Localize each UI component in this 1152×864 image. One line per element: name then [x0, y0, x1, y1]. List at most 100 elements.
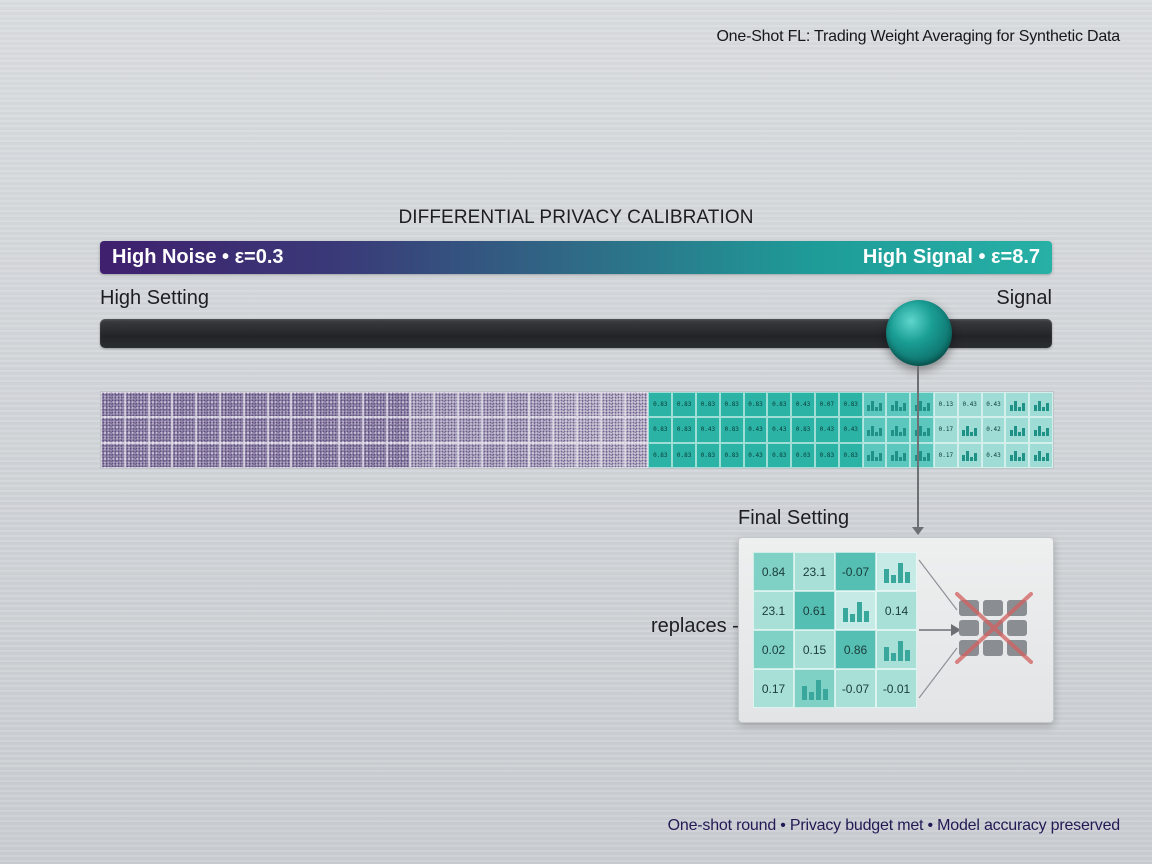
noise-cell — [315, 417, 339, 443]
high-signal-label: High Signal • ε=8.7 — [862, 246, 1040, 268]
signal-chart-cell — [1029, 417, 1053, 443]
arrow-right-icon — [951, 624, 961, 636]
privacy-gradient-bar: High Noise • ε=0.3 High Signal • ε=8.7 — [100, 241, 1052, 274]
noise-cell — [505, 392, 530, 418]
signal-chart-cell — [957, 417, 982, 443]
noise-cell — [267, 442, 292, 468]
signal-value-cell: 0.43 — [957, 392, 982, 418]
signal-value-cell: 0.83 — [767, 442, 792, 468]
signal-chart-cell — [862, 392, 887, 418]
matrix-value-cell: -0.01 — [876, 669, 917, 708]
noise-cell — [291, 417, 316, 443]
noise-cell — [386, 392, 411, 418]
signal-value-cell: 0.83 — [648, 417, 673, 443]
signal-value-cell: 0.83 — [672, 442, 696, 468]
noise-cell — [481, 392, 506, 418]
noise-cell — [505, 442, 530, 468]
signal-chart-cell — [910, 442, 934, 468]
noise-cell — [148, 417, 173, 443]
connector-line — [917, 366, 919, 530]
noise-cell — [101, 392, 125, 418]
matrix-value-cell: 0.86 — [835, 630, 876, 669]
signal-value-cell: 0.83 — [838, 392, 863, 418]
noise-cell — [481, 442, 506, 468]
matrix-chart-cell — [876, 630, 917, 669]
signal-value-cell: 0.42 — [981, 417, 1006, 443]
signal-chart-cell — [886, 392, 911, 418]
matrix-value-cell: 0.15 — [794, 630, 835, 669]
noise-cell — [362, 392, 387, 418]
signal-chart-cell — [957, 442, 982, 468]
matrix-value-cell: 0.61 — [794, 591, 835, 630]
signal-value-cell: 0.83 — [719, 392, 744, 418]
noise-cell — [243, 392, 268, 418]
signal-chart-cell — [1029, 392, 1053, 418]
page-title: One-Shot FL: Trading Weight Averaging fo… — [716, 28, 1120, 45]
signal-value-cell: 0.83 — [719, 442, 744, 468]
signal-value-cell: 0.83 — [767, 392, 792, 418]
noise-cell — [338, 392, 363, 418]
arrow-line-top — [918, 559, 958, 611]
noise-cell — [576, 442, 601, 468]
noise-cell — [600, 392, 625, 418]
signal-chart-cell — [1005, 392, 1030, 418]
signal-value-cell: 0.83 — [814, 442, 839, 468]
signal-chart-cell — [910, 417, 934, 443]
signal-value-cell: 0.43 — [695, 417, 720, 443]
signal-value-cell: 0.43 — [767, 417, 792, 443]
noise-cell — [291, 442, 316, 468]
noise-cell — [267, 417, 292, 443]
matrix-value-cell: 0.14 — [876, 591, 917, 630]
signal-chart-cell — [1005, 442, 1030, 468]
signal-chart-cell — [886, 417, 911, 443]
noise-cell — [267, 392, 292, 418]
signal-value-cell: 0.83 — [648, 442, 673, 468]
matrix-value-cell: 23.1 — [794, 552, 835, 591]
noise-cell — [362, 417, 387, 443]
slider-right-label: Signal — [996, 287, 1052, 309]
signal-chart-cell — [1005, 417, 1030, 443]
noise-cell — [315, 442, 339, 468]
signal-chart-cell — [862, 442, 887, 468]
noise-cell — [457, 442, 482, 468]
noise-cell — [219, 417, 244, 443]
noise-cell — [576, 417, 601, 443]
noise-cell — [196, 442, 220, 468]
replacement-diagram — [918, 559, 1033, 699]
matrix-chart-cell — [794, 669, 835, 708]
signal-value-cell: 0.17 — [933, 442, 958, 468]
noise-cell — [600, 442, 625, 468]
signal-value-cell: 0.83 — [838, 442, 863, 468]
signal-value-cell: 0.43 — [981, 442, 1006, 468]
privacy-slider-knob[interactable] — [886, 300, 952, 366]
noise-cell — [624, 392, 649, 418]
signal-value-cell: 0.03 — [791, 442, 815, 468]
footer-status: One-shot round • Privacy budget met • Mo… — [667, 817, 1121, 834]
matrix-value-cell: 0.17 — [753, 669, 794, 708]
final-setting-label: Final Setting — [738, 507, 850, 529]
noise-cell — [291, 392, 316, 418]
noise-cell — [148, 442, 173, 468]
noise-cell — [505, 417, 530, 443]
signal-value-cell: 0.83 — [743, 392, 768, 418]
noise-cell — [172, 392, 197, 418]
cross-out-icon — [955, 592, 1033, 664]
matrix-value-cell: -0.07 — [835, 669, 876, 708]
noise-cell — [434, 442, 458, 468]
matrix-value-cell: 0.84 — [753, 552, 794, 591]
noise-cell — [338, 442, 363, 468]
signal-value-cell: 0.83 — [672, 417, 696, 443]
matrix-chart-cell — [835, 591, 876, 630]
noise-cell — [101, 442, 125, 468]
noise-cell — [124, 417, 149, 443]
signal-value-cell: 0.43 — [791, 392, 815, 418]
matrix-value-cell: -0.07 — [835, 552, 876, 591]
arrow-down-icon — [912, 527, 924, 535]
signal-chart-cell — [1029, 442, 1053, 468]
noise-cell — [434, 417, 458, 443]
calibration-title: DIFFERENTIAL PRIVACY CALIBRATION — [398, 207, 754, 228]
noise-cell — [148, 392, 173, 418]
matrix-value-cell: 0.02 — [753, 630, 794, 669]
